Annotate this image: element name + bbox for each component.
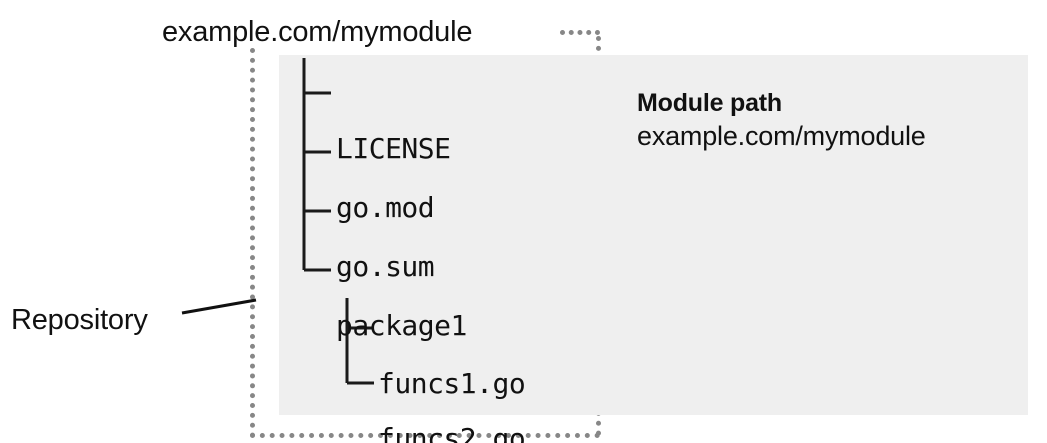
repository-boundary-left: [250, 48, 255, 438]
tree-item-funcs2-go[interactable]: funcs2.go: [378, 422, 526, 443]
module-path-annotation-title: Module path: [637, 89, 783, 117]
tree-item-package1[interactable]: package1: [336, 309, 467, 342]
module-path-annotation-value: example.com/mymodule: [637, 121, 926, 151]
file-tree: LICENSE go.mod go.sum package1 funcs1.go…: [279, 55, 609, 443]
repository-leader-line: [181, 298, 257, 315]
repository-boundary-bottom: [250, 433, 600, 438]
tree-item-go-mod[interactable]: go.mod: [336, 191, 435, 224]
module-path-caption: example.com/mymodule: [162, 16, 473, 48]
tree-item-go-sum[interactable]: go.sum: [336, 250, 435, 283]
tree-item-funcs1-go[interactable]: funcs1.go: [378, 367, 526, 400]
module-path-annotation: Module path example.com/mymodule: [637, 88, 1017, 153]
tree-item-license[interactable]: LICENSE: [336, 132, 451, 165]
file-tree-connectors: [302, 58, 374, 385]
repository-boundary-top-segment: [560, 30, 600, 35]
module-panel: [279, 55, 1028, 415]
repository-label: Repository: [11, 304, 148, 336]
